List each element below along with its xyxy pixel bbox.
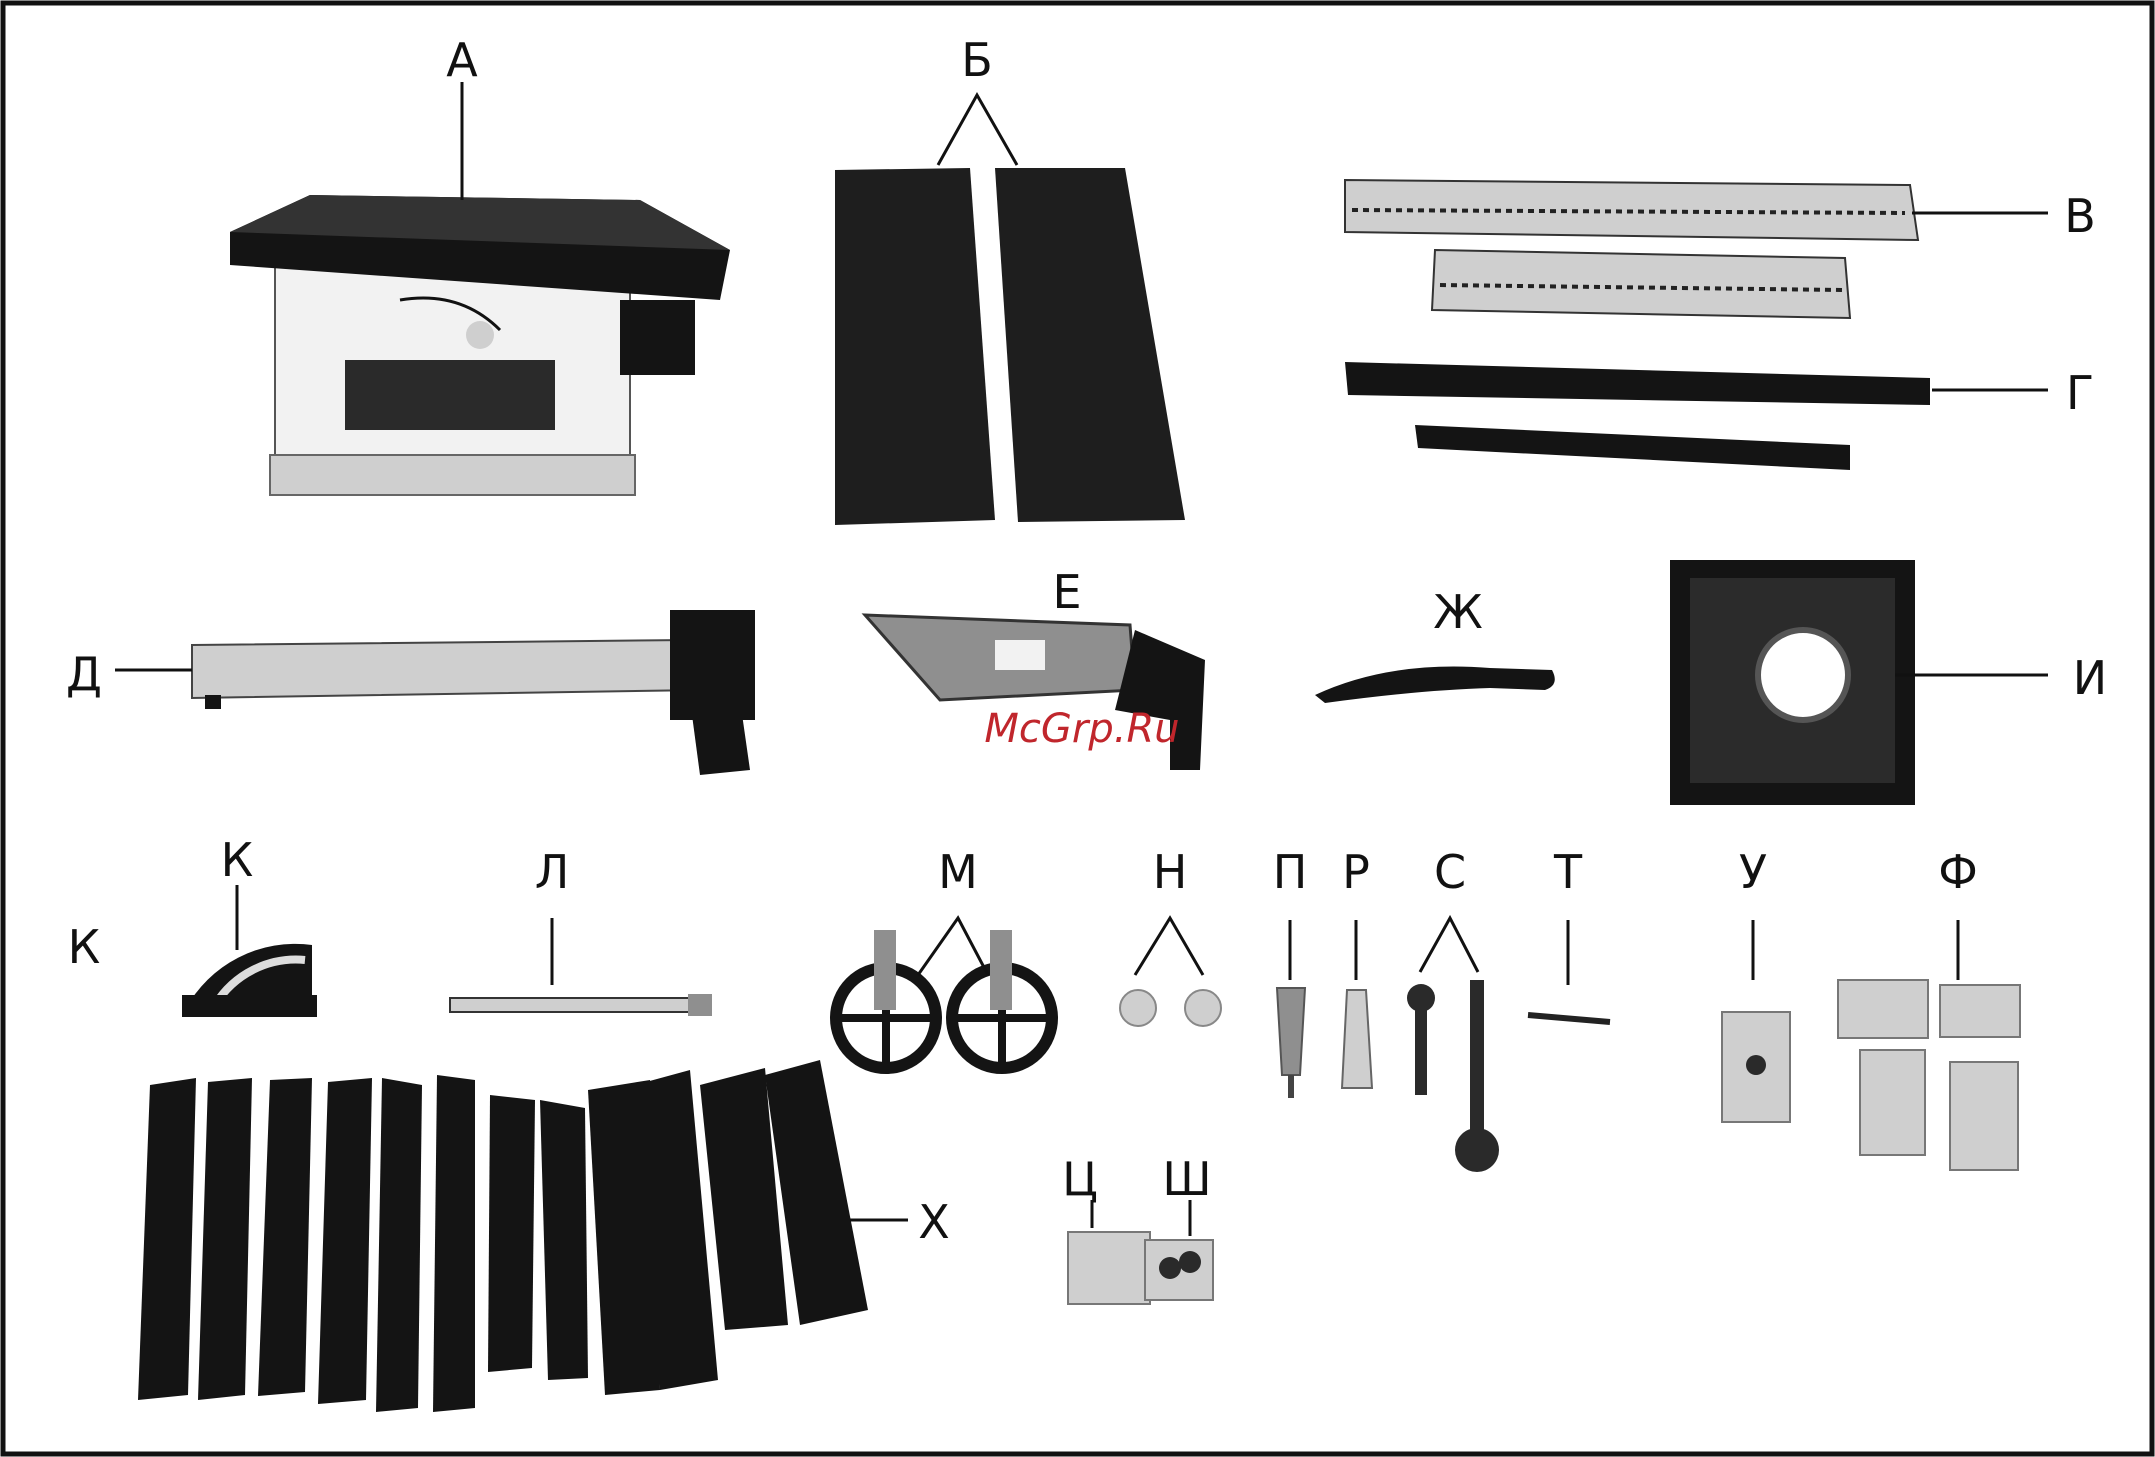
label-d: Д xyxy=(66,647,102,701)
label-k-side: К xyxy=(68,920,101,974)
part-sh-bag xyxy=(1145,1240,1213,1300)
label-a: А xyxy=(446,33,478,87)
part-i-base-plate xyxy=(1670,560,1915,805)
label-i: И xyxy=(2073,651,2107,705)
part-l-miter-bar xyxy=(450,994,712,1016)
label-n: Н xyxy=(1153,845,1188,899)
watermark-text: McGrp.Ru xyxy=(984,706,1179,752)
label-f: Ф xyxy=(1938,845,1978,899)
part-u-hardware-bag xyxy=(1722,1012,1790,1122)
label-p: П xyxy=(1273,845,1308,899)
label-e: Е xyxy=(1052,565,1081,619)
label-u: У xyxy=(1739,845,1767,899)
label-b: Б xyxy=(961,33,993,87)
label-r: Р xyxy=(1342,845,1370,899)
label-sh: Ш xyxy=(1162,1152,1211,1206)
label-kh: Х xyxy=(918,1195,950,1249)
label-v: В xyxy=(2064,189,2096,243)
label-s: С xyxy=(1434,845,1466,899)
part-r-handle xyxy=(1342,990,1372,1088)
label-t: Т xyxy=(1553,845,1583,899)
label-m: М xyxy=(938,845,978,899)
label-zh: Ж xyxy=(1433,585,1483,639)
label-k-top: К xyxy=(221,833,254,887)
part-ts-bag xyxy=(1068,1232,1150,1304)
label-ts: Ц xyxy=(1062,1152,1098,1206)
label-g: Г xyxy=(2066,366,2094,420)
label-l: Л xyxy=(535,845,570,899)
